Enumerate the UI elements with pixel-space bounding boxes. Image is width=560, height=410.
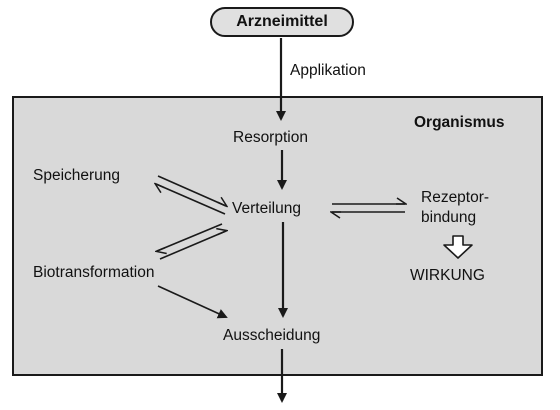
distribution-node: Verteilung — [232, 200, 301, 217]
application-label: Applikation — [290, 62, 366, 79]
arrow-biotransformation-to-excretion — [157, 285, 228, 319]
drug-node: Arzneimittel — [210, 7, 354, 37]
storage-node: Speicherung — [33, 167, 121, 184]
arrow-distribution-to-storage — [156, 184, 226, 215]
arrow-receptor-to-effect — [443, 235, 473, 259]
arrow-biotransformation-to-distribution — [159, 231, 226, 260]
resorption-node: Resorption — [233, 129, 308, 146]
biotransformation-node: Biotransformation — [33, 264, 155, 281]
excretion-node: Ausscheidung — [223, 327, 321, 344]
arrow-distribution-to-biotransformation — [157, 223, 223, 251]
organism-label: Organismus — [414, 114, 505, 131]
arrow-storage-to-distribution — [157, 175, 226, 206]
receptor-node-line2: bindung — [421, 209, 477, 226]
receptor-node-line1: Rezeptor- — [421, 189, 490, 206]
drug-label: Arzneimittel — [236, 13, 328, 30]
effect-node: WIRKUNG — [410, 267, 485, 284]
